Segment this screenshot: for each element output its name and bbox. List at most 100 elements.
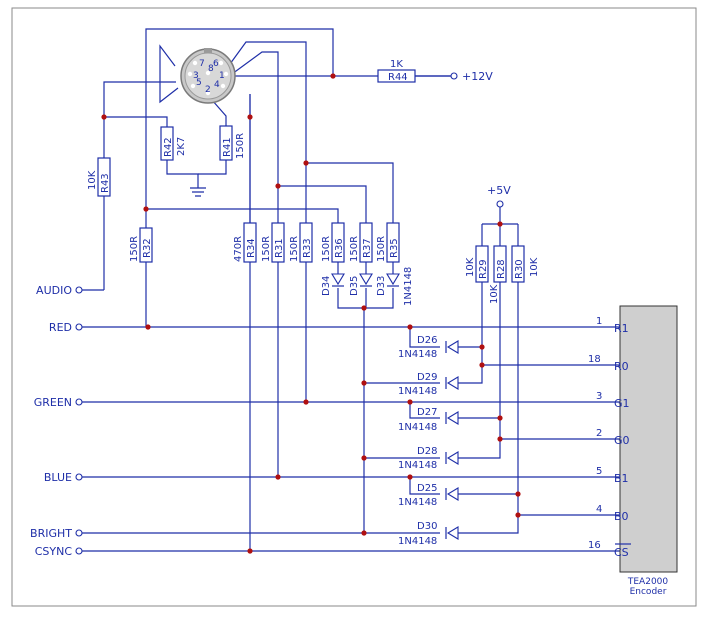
audio-terminal[interactable] <box>75 286 83 294</box>
r28-value: 10K <box>489 284 500 304</box>
d26-part: 1N4148 <box>398 349 437 360</box>
csync-label: CSYNC <box>35 545 73 558</box>
resistor-r42: R42 2K7 <box>160 126 187 161</box>
pin-g1-label: G1 <box>614 397 630 410</box>
resistor-r31: R31 150R <box>261 222 285 263</box>
diode-d26: D26 1N4148 <box>398 335 459 360</box>
ic-name: TEA2000 <box>627 577 669 587</box>
r32-value: 150R <box>129 236 140 262</box>
r37-ref: R37 <box>362 238 373 258</box>
red-terminal[interactable] <box>75 323 83 331</box>
d30-part: 1N4148 <box>398 536 437 547</box>
tea2000-ic: 1 R1 18 R0 3 G1 2 G0 5 B1 4 B0 16 CS TEA… <box>588 305 678 597</box>
d33-label: D33 <box>376 276 387 296</box>
din-pin-8: 8 <box>208 64 214 74</box>
din-pin-4: 4 <box>214 80 220 90</box>
r36-value: 150R <box>321 236 332 262</box>
drawing-frame <box>11 7 697 607</box>
resistor-r32: R32 150R <box>129 227 153 263</box>
plus12-label: +12V <box>462 70 493 83</box>
pin-r0-label: R0 <box>614 360 629 373</box>
plus5-label: +5V <box>487 184 511 197</box>
r35-value: 150R <box>376 236 387 262</box>
diode-d33: D33 <box>376 273 400 296</box>
wires <box>82 28 620 552</box>
r33-ref: R33 <box>302 238 313 258</box>
diode-d27: D27 1N4148 <box>398 407 459 433</box>
r42-ref: R42 <box>163 137 174 157</box>
pin-3-number: 3 <box>596 391 602 402</box>
r35-ref: R35 <box>389 238 400 258</box>
din-pin-2: 2 <box>205 85 211 95</box>
pin-5-number: 5 <box>596 466 602 477</box>
pin-1-number: 1 <box>596 316 602 327</box>
din-pin-6: 6 <box>213 59 219 69</box>
r30-ref: R30 <box>514 259 525 279</box>
blue-label: BLUE <box>44 471 72 484</box>
diodes-vertical: D34 D35 D33 1N4148 <box>321 267 414 306</box>
r37-value: 150R <box>349 236 360 262</box>
d27-part: 1N4148 <box>398 422 437 433</box>
d33-part-label: 1N4148 <box>403 267 414 306</box>
junctions <box>101 73 521 554</box>
pin-g0-label: G0 <box>614 434 630 447</box>
resistor-r29: R29 10K <box>465 245 489 283</box>
pin-b1-label: B1 <box>614 472 629 485</box>
d30-label: D30 <box>417 521 437 532</box>
resistor-r28: R28 10K <box>489 245 507 304</box>
r43-ref: R43 <box>100 173 111 193</box>
r33-value: 150R <box>289 236 300 262</box>
audio-label: AUDIO <box>36 284 72 297</box>
supply: +12V +5V <box>450 70 511 208</box>
din-pin-7: 7 <box>199 59 205 69</box>
d34-label: D34 <box>321 276 332 296</box>
d35-label: D35 <box>349 276 360 296</box>
resistor-r37: R37 150R <box>349 222 373 263</box>
diode-d28: D28 1N4148 <box>398 446 459 471</box>
plus5-terminal[interactable] <box>496 200 504 208</box>
resistor-r41: R41 150R <box>219 125 246 161</box>
pin-cs-label: CS <box>614 546 629 559</box>
d28-label: D28 <box>417 446 437 457</box>
resistor-r44 <box>377 69 416 83</box>
din-connector: 7 6 3 8 1 5 4 2 <box>180 48 236 104</box>
r44-value: 1K <box>390 59 403 70</box>
pin-b0-label: B0 <box>614 510 629 523</box>
r28-ref: R28 <box>496 259 507 279</box>
diode-d25: D25 1N4148 <box>398 483 459 508</box>
r30-value: 10K <box>529 257 540 277</box>
diode-d30: D30 1N4148 <box>398 521 459 547</box>
resistor-r43: R43 10K <box>87 157 111 197</box>
r34-ref: R34 <box>246 238 257 258</box>
diode-d35: D35 <box>349 273 373 296</box>
csync-terminal[interactable] <box>75 547 83 555</box>
d27-label: D27 <box>417 407 437 418</box>
r41-value: 150R <box>235 133 246 159</box>
d25-label: D25 <box>417 483 437 494</box>
ic-subtitle: Encoder <box>630 587 667 597</box>
resistor-r33: R33 150R <box>289 222 313 263</box>
diodes-horizontal: D26 1N4148 D29 1N4148 D27 1N4148 D28 1N4… <box>398 335 459 547</box>
diode-d34: D34 <box>321 273 345 296</box>
r32-ref: R32 <box>142 238 153 258</box>
blue-terminal[interactable] <box>75 473 83 481</box>
din-pin-3: 3 <box>193 71 199 81</box>
bright-terminal[interactable] <box>75 529 83 537</box>
r43-value: 10K <box>87 170 98 190</box>
r42-value: 2K7 <box>176 137 187 156</box>
r34-value: 470R <box>233 236 244 262</box>
r44-ref: R44 <box>388 72 408 83</box>
resistor-r35: R35 150R <box>376 222 400 263</box>
d28-part: 1N4148 <box>398 460 437 471</box>
resistor-r36: R36 150R <box>321 222 345 263</box>
diode-d29: D29 1N4148 <box>398 372 459 397</box>
resistors: R44 1K R43 10K R42 2K7 R41 150R R32 150R… <box>87 59 540 304</box>
green-terminal[interactable] <box>75 398 83 406</box>
r29-value: 10K <box>465 257 476 277</box>
inputs: AUDIO RED GREEN BLUE BRIGHT CSYNC <box>30 284 104 558</box>
din-pin-5: 5 <box>196 78 202 88</box>
din-pin-1: 1 <box>219 71 225 81</box>
plus12-terminal[interactable] <box>450 72 458 80</box>
pin-16-number: 16 <box>588 540 601 551</box>
